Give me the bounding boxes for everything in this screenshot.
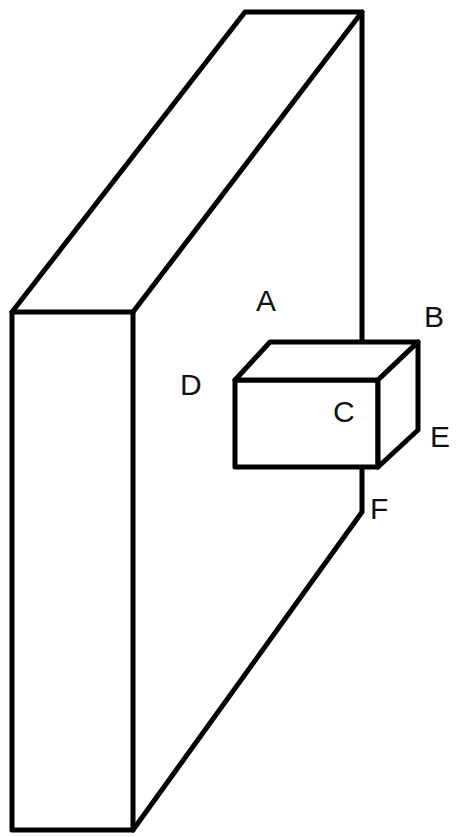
point-label: C — [333, 397, 355, 427]
wall-edge-lower — [133, 467, 362, 830]
wall-top-face — [12, 12, 362, 312]
point-label: F — [370, 494, 388, 524]
point-label: E — [430, 422, 450, 452]
point-label: A — [256, 286, 276, 316]
box-right-face — [378, 342, 418, 467]
wall-front-face — [12, 312, 133, 830]
box-front-face — [235, 380, 378, 467]
point-label: D — [180, 370, 202, 400]
point-label: B — [424, 302, 444, 332]
wall-edge — [360, 12, 365, 342]
